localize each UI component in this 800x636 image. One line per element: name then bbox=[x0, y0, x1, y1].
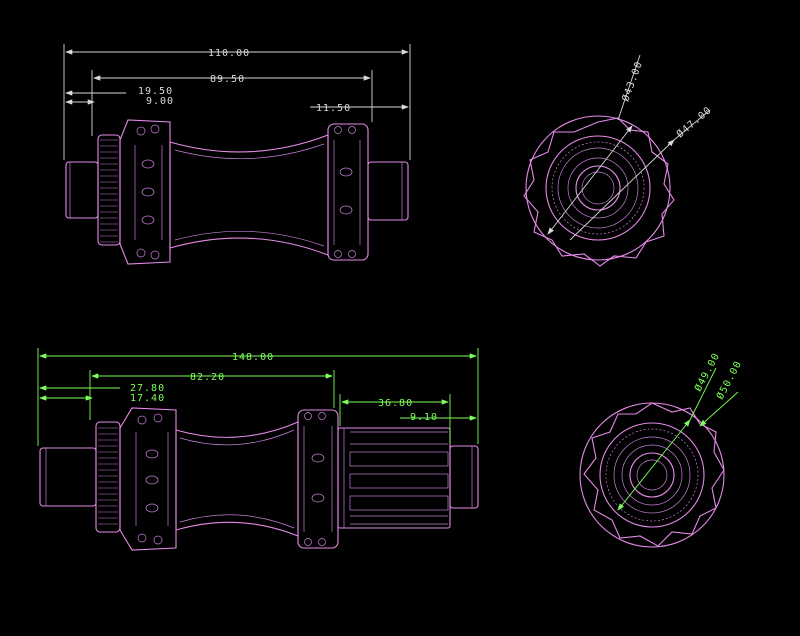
rear-overall-length-label: 148.00 bbox=[232, 352, 274, 363]
front-right-axle-end bbox=[367, 161, 409, 221]
rear-left-flange bbox=[119, 407, 177, 551]
rear-hub-shell bbox=[175, 421, 299, 537]
rear-rotor-mount bbox=[95, 421, 121, 533]
rear-freehub-length-label: 36.80 bbox=[378, 398, 413, 409]
front-inner-diameter-label: Ø43.00 bbox=[620, 59, 646, 103]
front-end-flange-teeth bbox=[523, 117, 675, 267]
front-hub-dimensions bbox=[63, 44, 411, 160]
front-hub-shell bbox=[169, 134, 329, 256]
front-outer-diameter-label: Ø47.00 bbox=[674, 104, 714, 140]
front-left-outer-label: 19.50 bbox=[138, 86, 173, 97]
rear-hub-side-view bbox=[39, 407, 479, 551]
rear-left-outer-label: 27.80 bbox=[130, 383, 165, 394]
front-hub-end-view bbox=[523, 54, 711, 267]
rear-inner-diameter-label: Ø49.00 bbox=[692, 351, 722, 394]
front-left-axle-end bbox=[65, 161, 99, 219]
rear-end-flange-spokes bbox=[583, 402, 725, 547]
front-flange-spacing-label: 89.50 bbox=[210, 74, 245, 85]
front-left-inner-label: 9.00 bbox=[146, 96, 174, 107]
rear-left-inner-label: 17.40 bbox=[130, 393, 165, 404]
front-right-offset-label: 11.50 bbox=[316, 103, 351, 114]
rear-right-axle-end bbox=[449, 445, 479, 509]
rear-end-cap-label: 9.10 bbox=[410, 412, 438, 423]
rear-hub-dimensions bbox=[37, 348, 479, 446]
front-hub-side-view bbox=[65, 119, 409, 265]
rear-outer-diameter-label: Ø50.00 bbox=[714, 359, 744, 402]
front-overall-length-label: 110.00 bbox=[208, 48, 250, 59]
front-left-flange bbox=[119, 119, 171, 265]
front-rotor-mount bbox=[97, 134, 121, 246]
rear-freehub-body bbox=[337, 427, 451, 529]
rear-flange-spacing-label: 82.20 bbox=[190, 372, 225, 383]
rear-left-axle-end bbox=[39, 447, 97, 507]
rear-hub-end-view bbox=[579, 367, 739, 548]
